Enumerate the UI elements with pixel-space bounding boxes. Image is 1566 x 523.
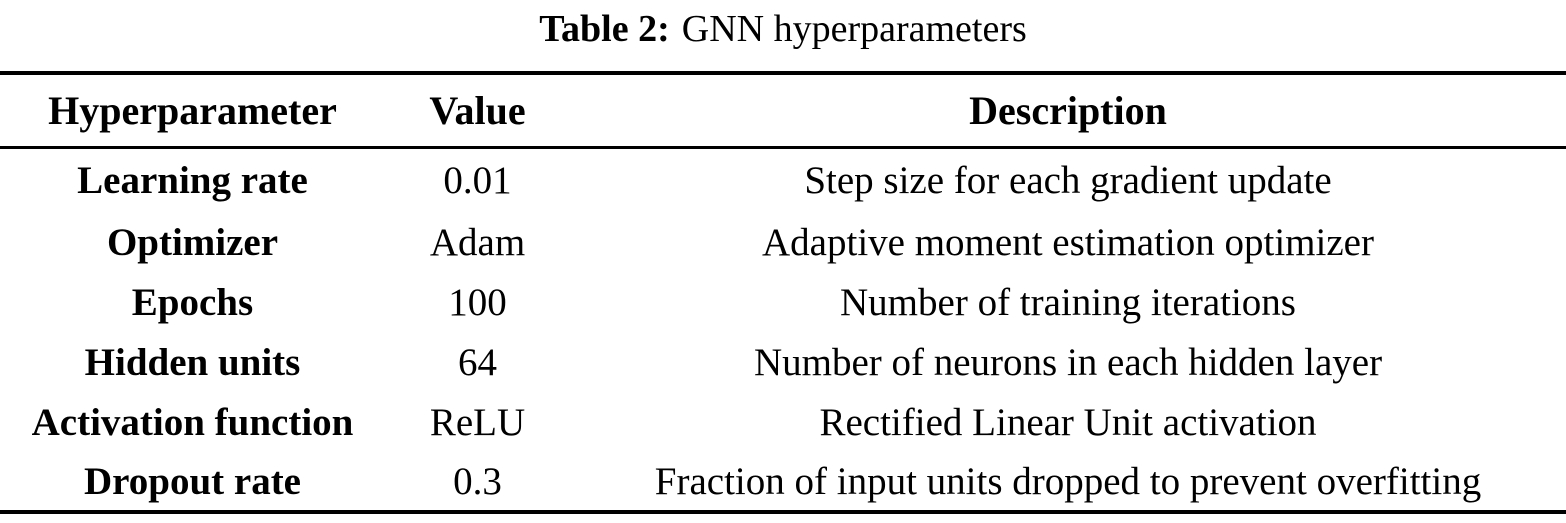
table-row: Learning rate 0.01 Step size for each gr… bbox=[0, 147, 1566, 212]
cell-value: 64 bbox=[458, 340, 497, 384]
hyperparameters-table: Hyperparameter Value Description Learnin… bbox=[0, 71, 1566, 514]
cell-description: Number of neurons in each hidden layer bbox=[753, 340, 1383, 384]
table-caption-text: GNN hyperparameters bbox=[681, 8, 1027, 50]
cell-value: 0.3 bbox=[453, 459, 502, 503]
cell-value: 0.01 bbox=[443, 158, 512, 202]
table-row: Optimizer Adam Adaptive moment estimatio… bbox=[0, 212, 1566, 272]
cell-hyperparameter: Optimizer bbox=[106, 220, 279, 264]
column-header-value: Value bbox=[385, 73, 570, 149]
table-row: Dropout rate 0.3 Fraction of input units… bbox=[0, 452, 1566, 512]
table-caption: Table 2: GNN hyperparameters bbox=[0, 0, 1566, 71]
column-header-hyperparameter: Hyperparameter bbox=[0, 73, 385, 149]
table-header-row: Hyperparameter Value Description bbox=[0, 73, 1566, 149]
cell-hyperparameter: Learning rate bbox=[77, 158, 308, 202]
cell-description: Fraction of input units dropped to preve… bbox=[654, 459, 1482, 503]
cell-hyperparameter: Activation function bbox=[31, 400, 354, 444]
cell-hyperparameter: Epochs bbox=[131, 280, 254, 324]
table-row: Hidden units 64 Number of neurons in eac… bbox=[0, 332, 1566, 392]
cell-description: Step size for each gradient update bbox=[804, 158, 1332, 202]
table-caption-label: Table 2: bbox=[539, 8, 670, 50]
cell-value: ReLU bbox=[429, 400, 526, 444]
table-row: Activation function ReLU Rectified Linea… bbox=[0, 392, 1566, 452]
cell-description: Number of training iterations bbox=[840, 280, 1296, 324]
cell-description: Adaptive moment estimation optimizer bbox=[762, 220, 1374, 264]
cell-hyperparameter: Hidden units bbox=[84, 340, 301, 384]
table-row: Epochs 100 Number of training iterations bbox=[0, 272, 1566, 332]
cell-value: 100 bbox=[448, 280, 507, 324]
cell-hyperparameter: Dropout rate bbox=[84, 459, 301, 503]
cell-description: Rectified Linear Unit activation bbox=[819, 400, 1317, 444]
cell-value: Adam bbox=[429, 220, 526, 264]
column-header-description: Description bbox=[570, 73, 1566, 149]
